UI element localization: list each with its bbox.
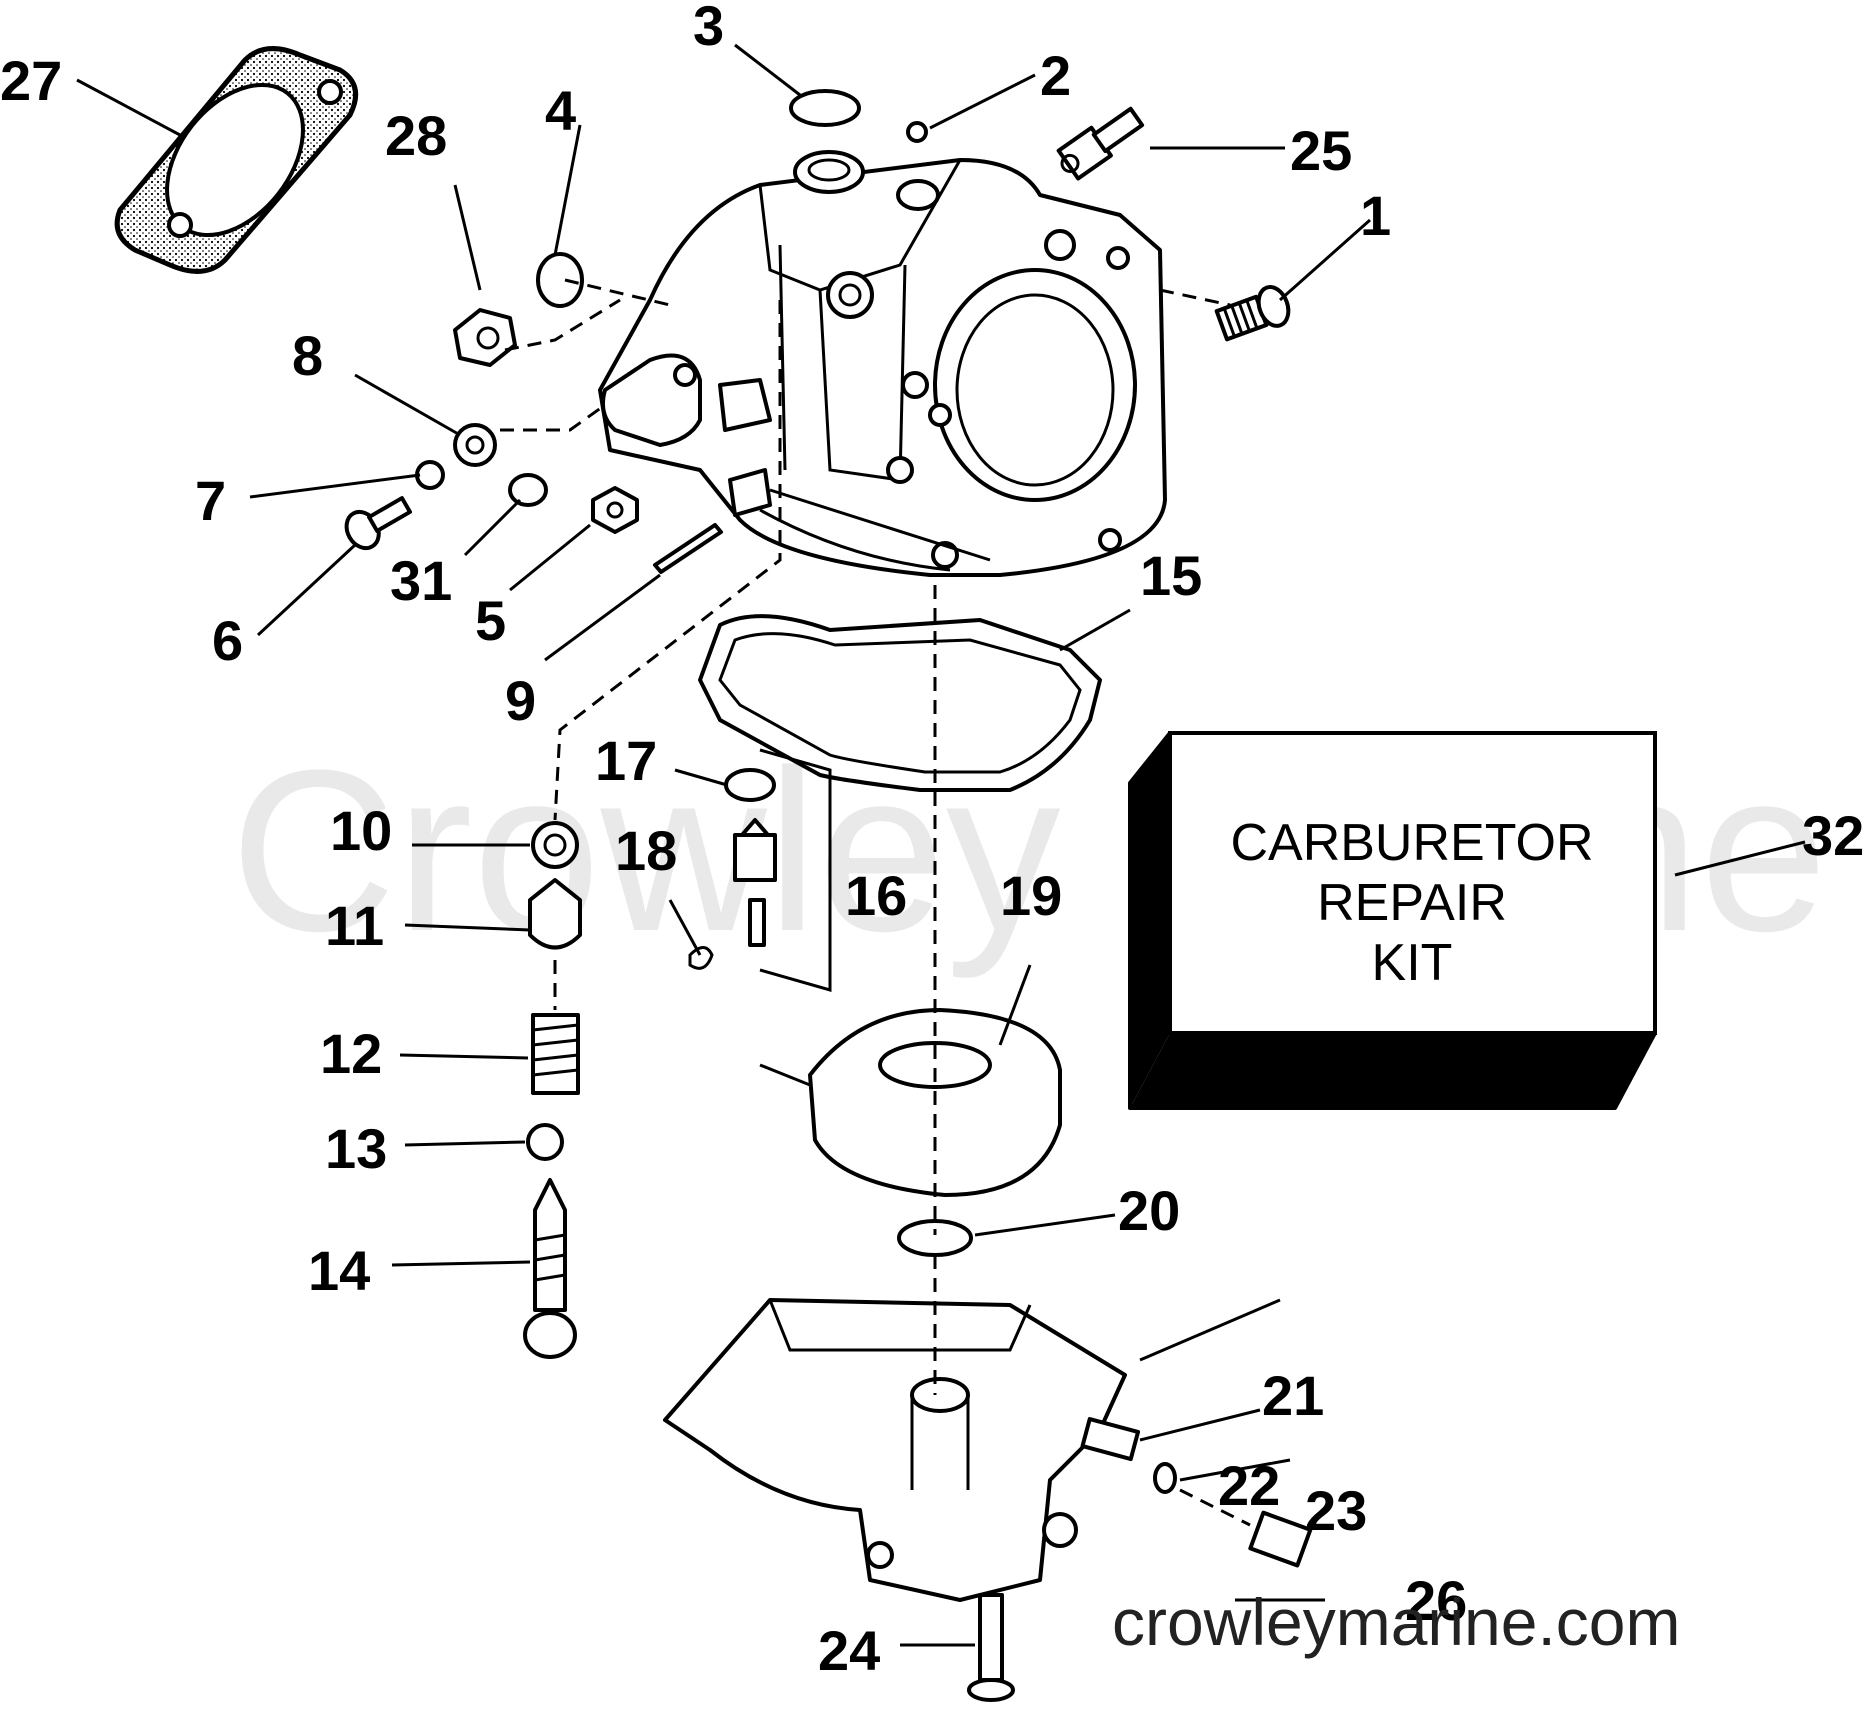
callout-16: 16 <box>845 864 907 927</box>
callout-12: 12 <box>320 1022 382 1085</box>
callout-23: 23 <box>1305 1479 1367 1542</box>
callout-5: 5 <box>475 589 506 652</box>
float-bowl-21 <box>663 1298 1127 1602</box>
inlet-needle-group-16 <box>688 748 832 992</box>
callout-21: 21 <box>1262 1364 1324 1427</box>
callout-labels: 27 28 4 3 2 25 1 8 7 31 6 5 9 15 17 18 1… <box>0 0 1864 1682</box>
callout-3: 3 <box>693 0 724 57</box>
kit-label-line1: CARBURETOR <box>1230 814 1593 872</box>
kit-label-line3: KIT <box>1372 934 1453 992</box>
callout-13: 13 <box>325 1117 387 1180</box>
carburetor-repair-kit: CARBURETOR REPAIR KIT <box>1128 731 1657 1110</box>
needle-valve-group <box>523 821 582 1359</box>
kit-label-line2: REPAIR <box>1317 874 1507 932</box>
callout-17: 17 <box>595 729 657 792</box>
callout-22: 22 <box>1218 1454 1280 1517</box>
callout-20: 20 <box>1118 1179 1180 1242</box>
source-url-text: crowleymarine.com <box>1112 1585 1680 1659</box>
callout-24: 24 <box>818 1619 880 1682</box>
callout-28: 28 <box>385 104 447 167</box>
callout-26: 26 <box>1405 1569 1467 1632</box>
callout-31: 31 <box>390 549 452 612</box>
leader-lines <box>76 43 1806 1647</box>
callout-14: 14 <box>308 1239 370 1302</box>
callout-8: 8 <box>292 324 323 387</box>
bowl-gasket-20 <box>897 1219 973 1257</box>
gasket-15-inner <box>718 632 1082 774</box>
callout-19: 19 <box>1000 864 1062 927</box>
callout-2: 2 <box>1040 44 1071 107</box>
parts-upper <box>344 89 1291 574</box>
callout-15: 15 <box>1140 544 1202 607</box>
callout-27: 27 <box>0 49 62 112</box>
callout-25: 25 <box>1290 119 1352 182</box>
assembly-lines <box>500 278 1251 1527</box>
gasket-27 <box>114 46 359 274</box>
callout-6: 6 <box>212 609 243 672</box>
carburetor-body <box>598 150 1167 577</box>
float-19 <box>759 1008 1062 1197</box>
callout-10: 10 <box>330 799 392 862</box>
gasket-15 <box>698 614 1102 792</box>
callout-32: 32 <box>1802 804 1864 867</box>
callout-7: 7 <box>195 469 226 532</box>
drain-screws <box>967 1417 1313 1702</box>
callout-11: 11 <box>325 894 384 957</box>
callout-4: 4 <box>545 79 576 142</box>
callout-1: 1 <box>1360 184 1391 247</box>
callout-18: 18 <box>615 819 677 882</box>
callout-9: 9 <box>505 669 536 732</box>
